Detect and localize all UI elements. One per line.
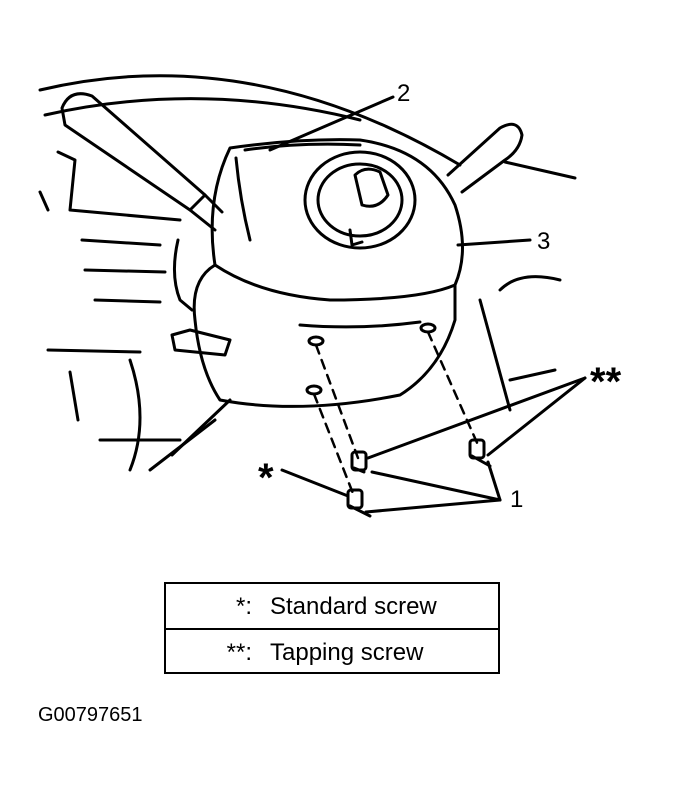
leader-tapping-1 xyxy=(366,376,587,460)
leader-part1-b xyxy=(486,460,502,502)
figure-id: G00797651 xyxy=(38,704,143,726)
legend-row-tapping: **: Tapping screw xyxy=(166,630,498,675)
leader-part3 xyxy=(456,238,532,247)
leader-standard xyxy=(280,468,350,498)
legend-symbol: *: xyxy=(235,592,252,620)
screw-tapping-left xyxy=(350,450,368,474)
lower-column-cover xyxy=(170,238,457,408)
legend-symbol: **: xyxy=(226,638,252,666)
screw-tapping-right xyxy=(468,438,492,468)
leader-tapping-2 xyxy=(486,376,587,457)
legend-label: Standard screw xyxy=(270,592,437,620)
callout-part-1: 1 xyxy=(510,486,524,513)
leader-part1-a xyxy=(370,470,502,502)
callout-standard-screw-marker: * xyxy=(258,456,274,500)
steering-wheel-rim xyxy=(38,74,462,167)
legend-divider xyxy=(166,628,498,630)
leader-part2 xyxy=(268,95,395,152)
right-lever xyxy=(446,122,577,194)
upper-column-cover xyxy=(210,138,464,302)
key-cylinder-opening xyxy=(303,150,417,250)
screw-standard xyxy=(346,488,372,518)
callout-part-2: 2 xyxy=(397,80,411,107)
callout-part-3: 3 xyxy=(537,228,551,255)
left-lever xyxy=(60,92,224,232)
screw-legend-table: *: Standard screw **: Tapping screw xyxy=(164,582,500,674)
legend-label: Tapping screw xyxy=(270,638,424,666)
installation-guide-lines xyxy=(312,330,480,498)
steering-column-cover-illustration xyxy=(38,74,587,518)
callout-tapping-screw-marker: ** xyxy=(590,360,622,404)
leader-part1-c xyxy=(364,498,502,514)
legend-row-standard: *: Standard screw xyxy=(166,584,498,629)
